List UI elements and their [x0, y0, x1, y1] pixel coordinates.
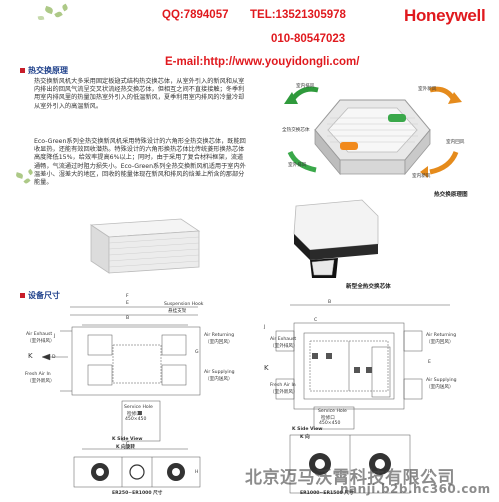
dim-C: C — [126, 442, 130, 447]
right-side-view-label: K Side View — [292, 427, 323, 432]
right-service-hole-label: Service Hole — [318, 409, 347, 414]
principle-paragraph-2: Eco-Green系列全热交换新风机采用特殊设计的六角形全热交换芯体，既能回收显… — [34, 138, 246, 187]
right-dim-J: J — [264, 325, 266, 330]
qq-contact: QQ:7894057 — [162, 9, 229, 21]
air-returning-label: Air Returning — [204, 333, 235, 338]
core-caption: 新型全热交换芯体 — [346, 284, 391, 290]
label-indoor-return: 室内回风 — [446, 140, 465, 145]
heat-exchange-diagram — [284, 86, 462, 178]
dim-G: G — [195, 350, 199, 355]
right-air-exhaust-cn: （室外排风） — [270, 344, 298, 349]
right-air-supplying-cn: （室内送风） — [426, 385, 454, 390]
phone-number: 010-80547023 — [271, 33, 346, 45]
tel-contact: TEL:13521305978 — [250, 9, 346, 21]
air-supplying-cn: （室内送风） — [205, 377, 233, 382]
dim-F: F — [126, 294, 129, 299]
honeywell-logo: Honeywell — [404, 6, 486, 25]
dim-B: B — [126, 316, 130, 321]
right-service-hole-size: 450×450 — [319, 421, 341, 426]
right-fresh-air-in-label: Fresh Air In — [270, 383, 296, 388]
email-url: E-mail:http://www.youyidongli.com/ — [165, 56, 360, 68]
fresh-air-in-label: Fresh Air In — [25, 372, 51, 377]
principle-paragraph-1: 热交换新风机大多采用固定板翅式结构热交换芯体，从室外引入的新风和从室内排出的回风… — [34, 78, 245, 110]
service-hole-cn: 检修口 — [127, 412, 141, 417]
right-dim-H: H — [428, 470, 432, 475]
right-dim-E: E — [428, 360, 431, 365]
right-model-label: ER1000~ER1500 尺寸 — [300, 491, 354, 496]
right-air-returning-cn: （室内回风） — [426, 340, 454, 345]
air-exhaust-label: Air Exhaust — [26, 332, 53, 337]
bullet-icon — [20, 293, 25, 298]
dim-H: H — [195, 470, 199, 475]
label-core: 全热交换芯体 — [282, 128, 310, 133]
right-dim-C: C — [314, 318, 318, 323]
dim-D: D — [52, 355, 56, 360]
section-title-principle: 热交换原理 — [20, 65, 68, 76]
right-side-view-cn: K 向 — [300, 435, 310, 440]
suspension-hook-cn: 悬挂支架 — [168, 309, 187, 314]
watermark-url: nanji.b2b.hc360.com — [340, 482, 491, 496]
label-outdoor-exhaust: 室外排风 — [288, 163, 307, 168]
dim-E: E — [126, 301, 129, 306]
right-air-exhaust-label: Air Exhaust — [270, 337, 297, 342]
hexagonal-core-image — [293, 199, 379, 278]
left-model-label: ER250~ER1000 尺寸 — [112, 491, 163, 496]
air-supplying-label: Air Supplying — [204, 370, 235, 375]
dim-K: K — [28, 352, 33, 360]
label-indoor-supply: 室内新风 — [412, 174, 431, 179]
rectangular-core-image — [89, 218, 201, 274]
right-dim-K: K — [264, 364, 269, 372]
dim-J: J — [54, 334, 56, 339]
fresh-air-in-cn: （室外新风） — [27, 379, 55, 384]
right-dimension-drawing — [275, 304, 450, 494]
diagram-caption: 热交换原理图 — [434, 192, 468, 198]
label-indoor-exhaust: 室内排风 — [296, 84, 315, 89]
air-returning-cn: （室内回风） — [205, 340, 233, 345]
right-air-returning-label: Air Returning — [426, 333, 457, 338]
right-dim-B: B — [328, 300, 332, 305]
watermark-company: 北京迈马沃霄科技有限公司 — [245, 468, 455, 488]
suspension-hook-label: Suspension Hook — [164, 302, 204, 307]
air-exhaust-cn: （室外排风） — [27, 339, 55, 344]
bullet-icon — [20, 68, 25, 73]
right-air-supplying-label: Air Supplying — [426, 378, 457, 383]
service-hole-label: Service Hole — [124, 405, 153, 410]
section-title-dimensions: 设备尺寸 — [20, 290, 60, 301]
left-side-view-label: K Side View — [112, 437, 143, 442]
right-service-hole-cn: 检修口 — [321, 416, 335, 421]
left-dimension-drawing — [41, 306, 201, 488]
service-hole-size: 450×450 — [125, 417, 147, 422]
label-outdoor-fresh: 室外新风 — [418, 87, 437, 92]
left-side-view-cn: K 向旋转 — [116, 445, 135, 450]
right-fresh-air-in-cn: （室外新风） — [270, 390, 298, 395]
